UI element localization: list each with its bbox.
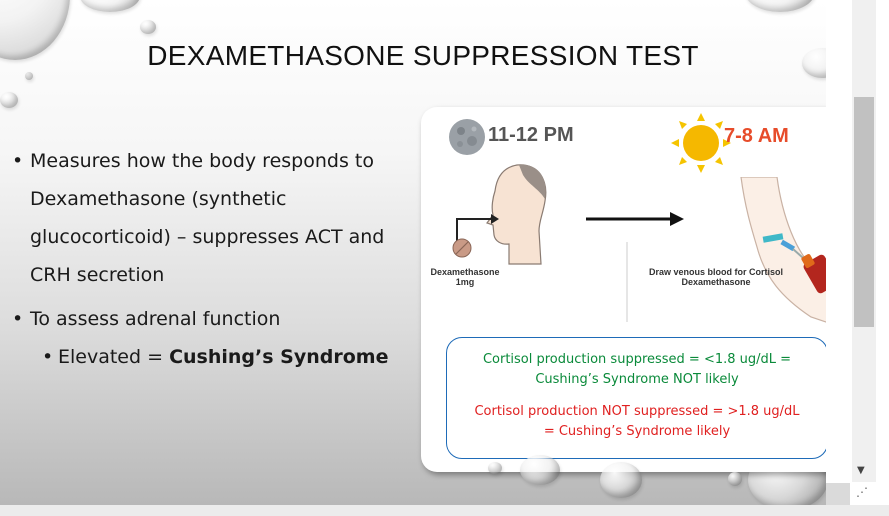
water-drop-decoration <box>0 92 18 108</box>
watermark <box>626 242 628 322</box>
dose-label-line: Dexamethasone <box>430 267 500 277</box>
bullet-marker: • <box>42 346 54 368</box>
bullet-text: To assess adrenal function <box>30 308 281 330</box>
water-drop-decoration <box>488 462 502 474</box>
time-arrow-icon <box>586 212 684 226</box>
arm-blood-draw-icon <box>740 177 826 323</box>
dose-label-line: 1mg <box>455 277 475 287</box>
sub-bullet-text: Elevated = Cushing’s Syndrome <box>58 338 388 376</box>
pill-icon <box>452 238 472 258</box>
sub-bullet-bold: Cushing’s Syndrome <box>169 346 389 368</box>
bullet-item: • Measures how the body responds to Dexa… <box>12 142 412 294</box>
person-head-icon <box>486 164 547 265</box>
water-drop-decoration <box>745 0 815 12</box>
suppressed-result: Cortisol production suppressed = <1.8 ug… <box>447 350 826 390</box>
water-drop-decoration <box>80 0 140 12</box>
water-drop-decoration <box>140 20 156 34</box>
slide-title: DEXAMETHASONE SUPPRESSION TEST <box>147 40 699 71</box>
resize-grip-icon[interactable]: ⋰ <box>856 485 868 499</box>
water-drop-decoration <box>600 462 642 498</box>
dexamethasone-figure: 11-12 PM 7-8 AM De <box>421 107 826 472</box>
slide: DEXAMETHASONE SUPPRESSION TEST • Measure… <box>0 0 826 505</box>
water-drop-decoration <box>728 472 742 486</box>
vertical-scrollbar[interactable]: ▼ ⋰ <box>826 0 889 505</box>
sub-bullet-prefix: Elevated = <box>58 346 170 368</box>
suppressed-line: Cushing’s Syndrome NOT likely <box>535 372 739 387</box>
sun-icon <box>671 113 731 173</box>
bullet-text: Measures how the body responds to Dexame… <box>30 150 385 286</box>
bullet-list: • Measures how the body responds to Dexa… <box>12 142 412 376</box>
bullet-item: • To assess adrenal function <box>12 300 412 338</box>
dose-label: Dexamethasone 1mg <box>425 267 505 287</box>
not-suppressed-line: Cortisol production NOT suppressed = >1.… <box>474 404 800 419</box>
scrollbar-corner <box>826 483 850 505</box>
scroll-down-arrow-icon[interactable]: ▼ <box>857 465 865 476</box>
sub-bullet-item: • Elevated = Cushing’s Syndrome <box>42 338 412 376</box>
bottom-bar <box>0 505 889 516</box>
time-evening: 11-12 PM <box>488 124 574 146</box>
time-morning: 7-8 AM <box>724 125 789 147</box>
water-drop-decoration <box>520 455 560 485</box>
pill-arrow-icon <box>456 214 499 241</box>
not-suppressed-line: = Cushing’s Syndrome likely <box>543 424 731 439</box>
bullet-marker: • <box>12 308 24 330</box>
result-interpretation-box: Cortisol production suppressed = <1.8 ug… <box>446 337 826 459</box>
blood-draw-label-line: Dexamethasone <box>681 277 751 287</box>
blood-draw-label-line: Draw venous blood for Cortisol <box>648 267 783 277</box>
moon-icon <box>449 119 485 155</box>
not-suppressed-result: Cortisol production NOT suppressed = >1.… <box>447 402 826 442</box>
bullet-marker: • <box>12 150 24 172</box>
water-drop-decoration <box>25 72 33 80</box>
suppressed-line: Cortisol production suppressed = <1.8 ug… <box>482 352 792 367</box>
blood-draw-label: Draw venous blood for Cortisol Dexametha… <box>641 267 791 287</box>
scrollbar-thumb[interactable] <box>854 97 874 327</box>
